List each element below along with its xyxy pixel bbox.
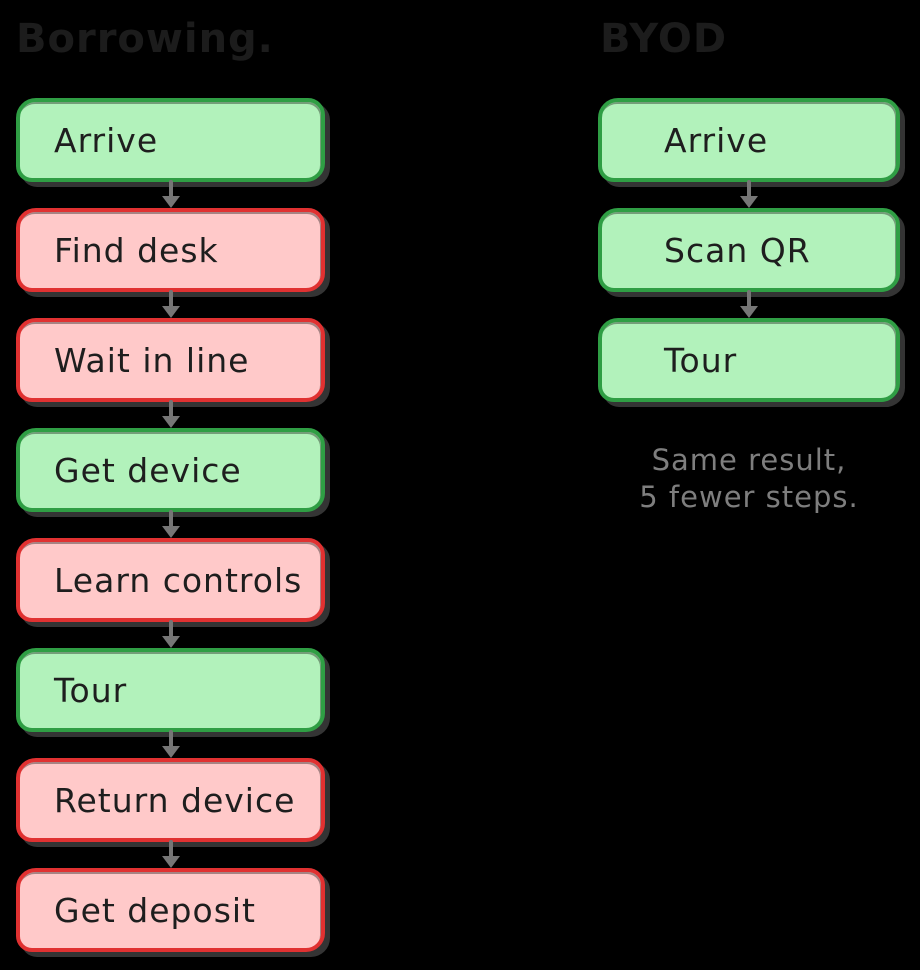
flow-step-label: Get device xyxy=(54,450,242,490)
arrow-down-connector xyxy=(598,180,900,208)
arrowhead-icon xyxy=(161,306,180,318)
flow-step-box: Tour xyxy=(598,318,900,402)
flow-step-box: Arrive xyxy=(16,98,325,182)
arrow-line xyxy=(168,290,173,308)
arrow-down-connector xyxy=(16,730,325,758)
flow-step-box: Return device xyxy=(16,758,325,842)
flow-step-label: Find desk xyxy=(54,230,219,270)
arrowhead-icon xyxy=(161,746,180,758)
flow-step-label: Arrive xyxy=(54,120,159,160)
left-flow-title: Borrowing. xyxy=(16,16,274,62)
flow-step-box: Get device xyxy=(16,428,325,512)
arrow-line xyxy=(168,620,173,638)
arrowhead-icon xyxy=(161,196,180,208)
flow-step-box: Get deposit xyxy=(16,868,325,952)
arrow-down-connector xyxy=(16,620,325,648)
flow-step-box: Learn controls xyxy=(16,538,325,622)
arrow-line xyxy=(747,290,751,308)
arrow-down-connector xyxy=(16,840,325,868)
arrowhead-icon xyxy=(161,856,180,868)
flow-step-label: Return device xyxy=(54,780,296,820)
flow-step-label: Tour xyxy=(664,340,738,380)
flow-step-label: Get deposit xyxy=(54,890,256,930)
flow-step-box: Arrive xyxy=(598,98,900,182)
arrow-line xyxy=(747,180,751,198)
arrow-down-connector xyxy=(16,290,325,318)
arrowhead-icon xyxy=(740,306,758,318)
comparison-note: Same result, 5 fewer steps. xyxy=(588,442,910,516)
right-flow-title: BYOD xyxy=(600,16,728,62)
arrow-line xyxy=(168,180,173,198)
flow-step-label: Arrive xyxy=(664,120,769,160)
flow-step-box: Scan QR xyxy=(598,208,900,292)
comparison-note-line-1: Same result, xyxy=(651,443,847,477)
arrow-down-connector xyxy=(598,290,900,318)
arrowhead-icon xyxy=(161,416,180,428)
arrow-down-connector xyxy=(16,400,325,428)
comparison-note-line-2: 5 fewer steps. xyxy=(639,480,859,514)
flow-step-box: Wait in line xyxy=(16,318,325,402)
arrow-line xyxy=(168,730,173,748)
arrowhead-icon xyxy=(740,196,758,208)
arrow-down-connector xyxy=(16,510,325,538)
flow-step-box: Tour xyxy=(16,648,325,732)
arrow-line xyxy=(168,510,173,528)
flow-step-label: Scan QR xyxy=(664,230,811,270)
arrow-line xyxy=(168,400,173,418)
flow-step-box: Find desk xyxy=(16,208,325,292)
arrow-line xyxy=(168,840,173,858)
flow-step-label: Learn controls xyxy=(54,560,303,600)
arrowhead-icon xyxy=(161,636,180,648)
arrow-down-connector xyxy=(16,180,325,208)
arrowhead-icon xyxy=(161,526,180,538)
flow-step-label: Tour xyxy=(54,670,128,710)
flow-step-label: Wait in line xyxy=(54,340,250,380)
